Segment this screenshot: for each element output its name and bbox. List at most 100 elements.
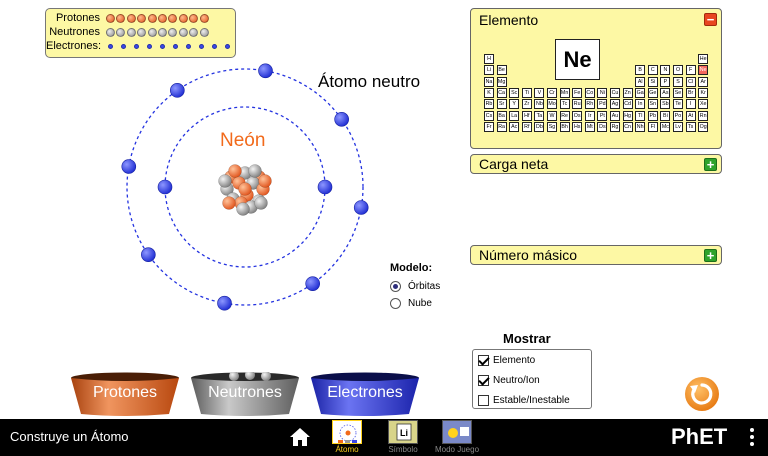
periodic-cell-pb[interactable]: Pb — [647, 110, 658, 121]
periodic-cell-ds[interactable]: Ds — [597, 121, 608, 132]
periodic-cell-bh[interactable]: Bh — [559, 121, 570, 132]
periodic-cell-na[interactable]: Na — [484, 76, 494, 87]
periodic-cell-rg[interactable]: Rg — [610, 121, 620, 132]
neutron[interactable] — [254, 196, 268, 210]
periodic-cell-k[interactable]: K — [484, 87, 494, 98]
periodic-cell-ca[interactable]: Ca — [496, 87, 507, 98]
periodic-cell-he[interactable]: He — [698, 54, 709, 64]
neutron-in-bucket[interactable] — [245, 372, 255, 380]
periodic-cell-zr[interactable]: Zr — [521, 99, 532, 110]
periodic-cell-sg[interactable]: Sg — [547, 121, 557, 132]
periodic-cell-ni[interactable]: Ni — [597, 87, 608, 98]
periodic-cell-f[interactable]: F — [685, 65, 696, 76]
periodic-cell-kr[interactable]: Kr — [698, 87, 709, 98]
proton[interactable] — [228, 164, 242, 178]
tab-atom[interactable]: Átomo — [322, 419, 372, 454]
periodic-cell-ra[interactable]: Ra — [496, 121, 507, 132]
outer-electron[interactable] — [258, 63, 273, 79]
outer-electron[interactable] — [141, 247, 156, 262]
periodic-cell-at[interactable]: At — [685, 110, 696, 121]
periodic-cell-cr[interactable]: Cr — [547, 87, 557, 98]
periodic-cell-y[interactable]: Y — [509, 99, 520, 110]
inner-electron[interactable] — [157, 179, 173, 195]
reset-all-button[interactable] — [684, 376, 720, 412]
periodic-cell-h[interactable]: H — [484, 54, 494, 64]
periodic-cell-se[interactable]: Se — [673, 87, 683, 98]
periodic-cell-sn[interactable]: Sn — [647, 99, 658, 110]
periodic-cell-re[interactable]: Re — [559, 110, 570, 121]
periodic-cell-po[interactable]: Po — [673, 110, 683, 121]
neutron-in-bucket[interactable] — [261, 372, 271, 381]
periodic-cell-ne[interactable]: Ne — [698, 65, 709, 76]
periodic-cell-rh[interactable]: Rh — [584, 99, 595, 110]
neutron[interactable] — [218, 174, 232, 188]
model-option-cloud[interactable]: Nube — [390, 295, 440, 312]
outer-electron[interactable] — [217, 295, 232, 311]
proton[interactable] — [238, 182, 252, 196]
periodic-cell-bi[interactable]: Bi — [660, 110, 671, 121]
periodic-cell-pt[interactable]: Pt — [597, 110, 608, 121]
electrons-bucket[interactable]: Electrones — [310, 372, 420, 416]
periodic-cell-tl[interactable]: Tl — [635, 110, 646, 121]
protons-bucket[interactable]: Protones — [70, 372, 180, 416]
periodic-cell-zn[interactable]: Zn — [622, 87, 633, 98]
periodic-cell-hf[interactable]: Hf — [521, 110, 532, 121]
periodic-cell-al[interactable]: Al — [635, 76, 646, 87]
nucleus[interactable] — [218, 164, 272, 216]
plus-icon[interactable]: + — [704, 158, 717, 171]
periodic-cell-ta[interactable]: Ta — [534, 110, 545, 121]
periodic-cell-mo[interactable]: Mo — [547, 99, 557, 110]
periodic-cell-sc[interactable]: Sc — [509, 87, 520, 98]
periodic-cell-tc[interactable]: Tc — [559, 99, 570, 110]
show-element-option[interactable]: Elemento — [473, 350, 591, 370]
periodic-cell-ts[interactable]: Ts — [685, 121, 696, 132]
periodic-cell-fl[interactable]: Fl — [647, 121, 658, 132]
periodic-cell-v[interactable]: V — [534, 87, 545, 98]
cloud-radio[interactable] — [390, 298, 401, 309]
periodic-cell-hs[interactable]: Hs — [572, 121, 583, 132]
periodic-cell-sb[interactable]: Sb — [660, 99, 671, 110]
periodic-cell-b[interactable]: B — [635, 65, 646, 76]
net-charge-panel[interactable]: Carga neta + — [470, 154, 722, 174]
periodic-cell-mg[interactable]: Mg — [496, 76, 507, 87]
periodic-cell-si[interactable]: Si — [647, 76, 658, 87]
outer-electron[interactable] — [170, 83, 185, 98]
neutron[interactable] — [248, 164, 262, 178]
periodic-cell-as[interactable]: As — [660, 87, 671, 98]
periodic-cell-os[interactable]: Os — [572, 110, 583, 121]
periodic-cell-ga[interactable]: Ga — [635, 87, 646, 98]
periodic-cell-pd[interactable]: Pd — [597, 99, 608, 110]
orbits-radio[interactable] — [390, 281, 401, 292]
periodic-cell-ru[interactable]: Ru — [572, 99, 583, 110]
model-option-orbits[interactable]: Órbitas — [390, 278, 440, 295]
proton[interactable] — [222, 196, 236, 210]
periodic-cell-mn[interactable]: Mn — [559, 87, 570, 98]
neutron-in-bucket[interactable] — [229, 372, 239, 381]
periodic-cell-ir[interactable]: Ir — [584, 110, 595, 121]
periodic-cell-fe[interactable]: Fe — [572, 87, 583, 98]
outer-electron[interactable] — [334, 112, 349, 127]
periodic-cell-i[interactable]: I — [685, 99, 696, 110]
proton[interactable] — [258, 174, 272, 188]
periodic-cell-rb[interactable]: Rb — [484, 99, 494, 110]
stable-unstable-checkbox[interactable] — [478, 394, 489, 406]
periodic-cell-li[interactable]: Li — [484, 65, 494, 76]
periodic-cell-br[interactable]: Br — [685, 87, 696, 98]
periodic-cell-nh[interactable]: Nh — [635, 121, 646, 132]
periodic-cell-lv[interactable]: Lv — [673, 121, 683, 132]
periodic-cell-ti[interactable]: Ti — [521, 87, 532, 98]
periodic-cell-au[interactable]: Au — [610, 110, 620, 121]
show-neutral-ion-option[interactable]: Neutro/Ion — [473, 370, 591, 390]
periodic-cell-ba[interactable]: Ba — [496, 110, 507, 121]
periodic-cell-p[interactable]: P — [660, 76, 671, 87]
periodic-cell-n[interactable]: N — [660, 65, 671, 76]
neutron[interactable] — [236, 202, 250, 216]
periodic-cell-c[interactable]: C — [647, 65, 658, 76]
periodic-cell-sr[interactable]: Sr — [496, 99, 507, 110]
periodic-cell-mc[interactable]: Mc — [660, 121, 671, 132]
periodic-cell-cs[interactable]: Cs — [484, 110, 494, 121]
outer-electron[interactable] — [121, 159, 137, 174]
periodic-cell-ac[interactable]: Ac — [509, 121, 520, 132]
periodic-cell-cd[interactable]: Cd — [622, 99, 633, 110]
tab-game[interactable]: Modo Juego — [432, 419, 482, 454]
